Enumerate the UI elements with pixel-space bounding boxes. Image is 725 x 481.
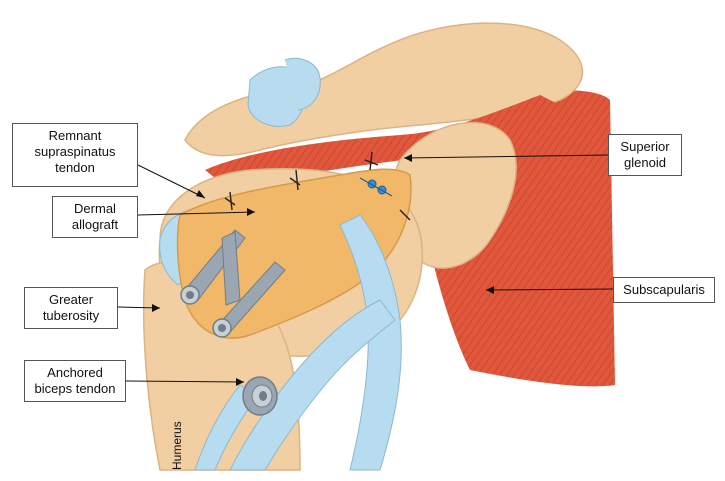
label-humerus: Humerus [170, 421, 184, 470]
label-superior-glenoid: Superior glenoid [608, 134, 682, 176]
label-dermal-allograft: Dermal allograft [52, 196, 138, 238]
label-subscapularis: Subscapularis [613, 277, 715, 303]
label-greater-tuberosity: Greater tuberosity [24, 287, 118, 329]
biceps-anchor [243, 377, 277, 415]
label-remnant-supraspinatus: Remnant supraspinatus tendon [12, 123, 138, 187]
label-anchored-biceps: Anchored biceps tendon [24, 360, 126, 402]
